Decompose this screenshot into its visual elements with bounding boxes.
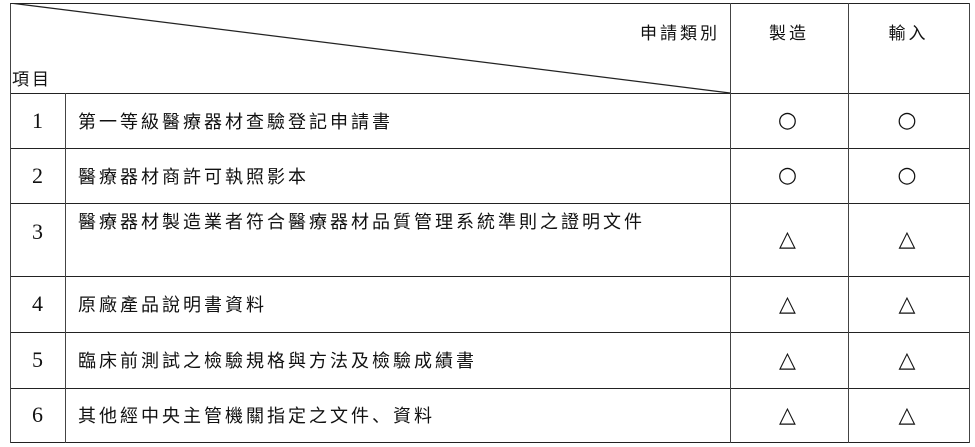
item-text: 臨床前測試之檢驗規格與方法及檢驗成績書 — [78, 351, 477, 372]
item-text: 其他經中央主管機關指定之文件、資料 — [78, 406, 435, 427]
manufacture-mark: ○ — [777, 108, 801, 133]
row-divider — [10, 203, 970, 204]
row-number: 1 — [32, 107, 43, 133]
row-number: 3 — [32, 219, 43, 244]
import-mark: △ — [898, 402, 919, 428]
row-divider — [10, 388, 970, 389]
header-diagonal — [10, 3, 731, 94]
table-border — [10, 3, 11, 443]
table-border — [10, 442, 970, 443]
table-border — [969, 3, 970, 443]
row-number: 4 — [32, 291, 43, 316]
import-mark: △ — [898, 347, 919, 373]
item-text: 第一等級醫療器材查驗登記申請書 — [78, 111, 393, 133]
manufacture-mark: ○ — [777, 163, 801, 188]
column-header-import: 輸入 — [888, 23, 929, 44]
column-divider — [730, 3, 731, 443]
row-divider — [10, 148, 970, 149]
item-label: 項目 — [12, 69, 52, 90]
column-divider — [65, 93, 66, 443]
manufacture-mark: △ — [779, 291, 799, 317]
row-number: 5 — [32, 347, 43, 372]
import-mark: △ — [898, 227, 919, 252]
column-divider — [848, 3, 849, 443]
row-divider — [10, 276, 970, 277]
import-mark: △ — [898, 291, 919, 317]
row-number: 6 — [32, 402, 43, 427]
row-divider — [10, 93, 970, 94]
manufacture-mark: △ — [779, 402, 799, 428]
row-number: 2 — [32, 162, 43, 188]
import-mark: ○ — [897, 108, 920, 133]
item-text: 原廠產品說明書資料 — [78, 295, 267, 316]
import-mark: ○ — [897, 163, 920, 188]
category-label: 申請類別 — [640, 23, 720, 44]
item-text: 醫療器材商許可執照影本 — [78, 166, 309, 188]
row-divider — [10, 332, 970, 333]
table-border — [10, 3, 970, 4]
item-text: 醫療器材製造業者符合醫療器材品質管理系統準則之證明文件 — [78, 212, 645, 233]
requirements-table: 申請類別 項目 製造 輸入 1 第一等級醫療器材查驗登記申請書 ○ ○ 2 醫療… — [10, 3, 970, 443]
column-header-manufacture: 製造 — [769, 23, 809, 44]
manufacture-mark: △ — [779, 347, 799, 373]
manufacture-mark: △ — [779, 227, 799, 252]
